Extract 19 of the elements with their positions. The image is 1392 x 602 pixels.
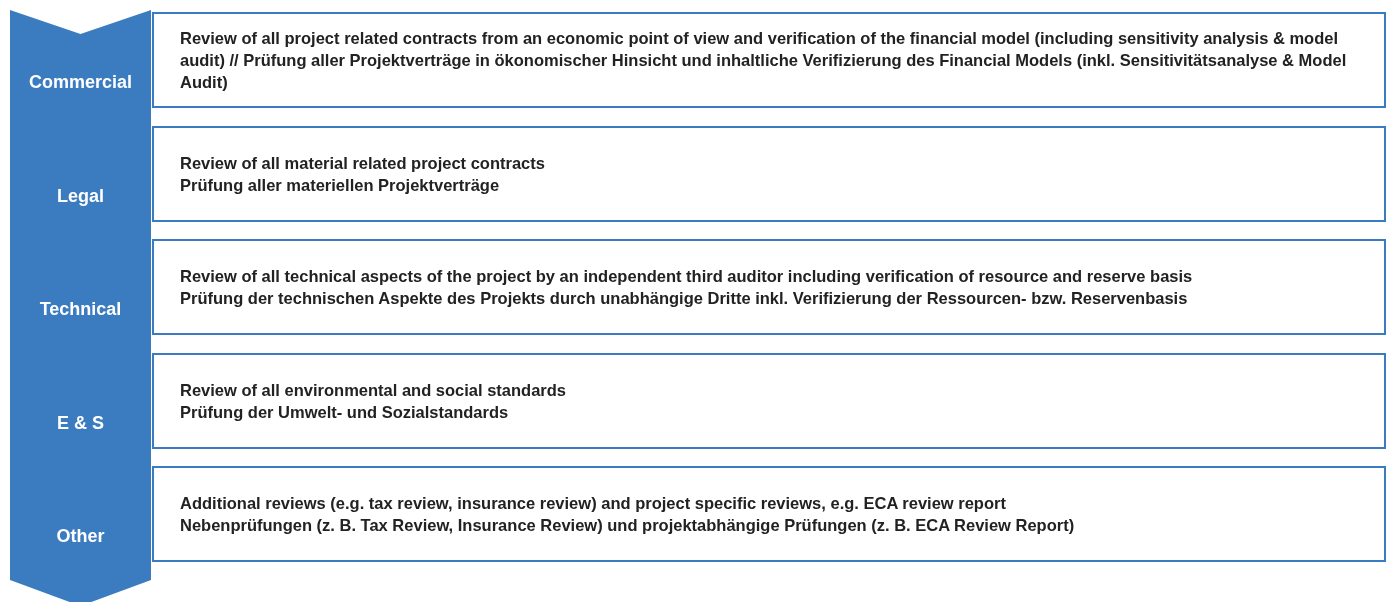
chevron-label: Commercial <box>27 72 133 93</box>
description-box <box>152 352 1386 449</box>
description-box <box>152 12 1386 108</box>
description-text: Prüfung der Umwelt- und Sozialstandards <box>180 401 510 423</box>
chevron-label: Other <box>55 526 106 547</box>
chevron-label: E & S <box>56 412 105 434</box>
description-text: Review of all technical aspects of the project by an independent third auditor including verification of resource and reserve basis <box>180 266 1194 287</box>
chevron-label: Technical <box>38 299 123 320</box>
description-text: Prüfung der technischen Aspekte des Projekts durch unabhängige Dritte inkl. Verifizierung der Ressourcen- bzw. Reservenbasis <box>180 288 1189 309</box>
description-text: Nebenprüfungen (z. B. Tax Review, Insurance Review) und projektabhängige Prüfungen (z. B. ECA Review Report) <box>180 515 1076 536</box>
description-box <box>152 239 1386 335</box>
description-text: Additional reviews (e.g. tax review, insurance review) and project specific reviews, e.g. ECA review report <box>180 493 1007 514</box>
description-box <box>152 466 1386 562</box>
description-text: Review of all project related contracts from an economic point of view and verification of the financial model (including sensitivity analysis & model audit) // Prüfung aller Projektverträge in ökonomischer Hinsicht und inhaltliche Verifizierung des Financial Models (inkl. Sensitivitätsanalyse & Model Audit) <box>180 28 1348 93</box>
description-text: Review of all environmental and social standards <box>180 379 568 401</box>
chevron-label: Legal <box>56 185 105 207</box>
description-text: Prüfung aller materiellen Projektverträge <box>180 174 501 196</box>
description-box <box>152 125 1386 222</box>
description-text: Review of all material related project contracts <box>180 152 546 174</box>
